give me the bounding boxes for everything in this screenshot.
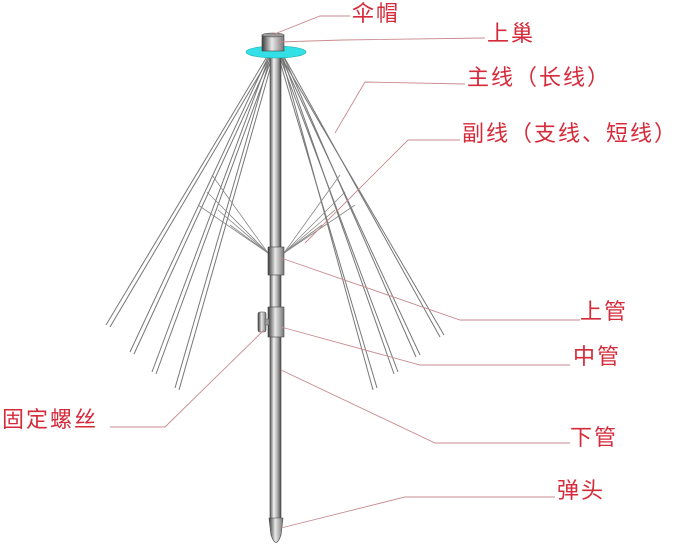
label-bullet-tip: 弹头 bbox=[557, 479, 606, 504]
central-pole bbox=[269, 51, 282, 523]
label-main-wire: 主线（长线） bbox=[467, 66, 612, 91]
label-sub-wire: 副线（支线、短线） bbox=[462, 122, 679, 147]
label-middle-tube: 中管 bbox=[573, 345, 622, 370]
label-upper-tube: 上管 bbox=[580, 300, 629, 325]
label-top-nest: 上巢 bbox=[487, 22, 536, 47]
label-fix-screw: 固定螺丝 bbox=[2, 408, 99, 433]
middle-tube-sleeve bbox=[267, 306, 285, 338]
sub-wire-struts bbox=[197, 174, 356, 254]
fix-screw-knob bbox=[257, 311, 267, 333]
umbrella-cap bbox=[261, 34, 285, 52]
leader-lines bbox=[110, 15, 580, 529]
upper-tube-sleeve bbox=[267, 246, 285, 276]
label-cap: 伞帽 bbox=[352, 2, 401, 27]
label-lower-tube: 下管 bbox=[570, 426, 619, 451]
bullet-tip bbox=[268, 517, 284, 543]
